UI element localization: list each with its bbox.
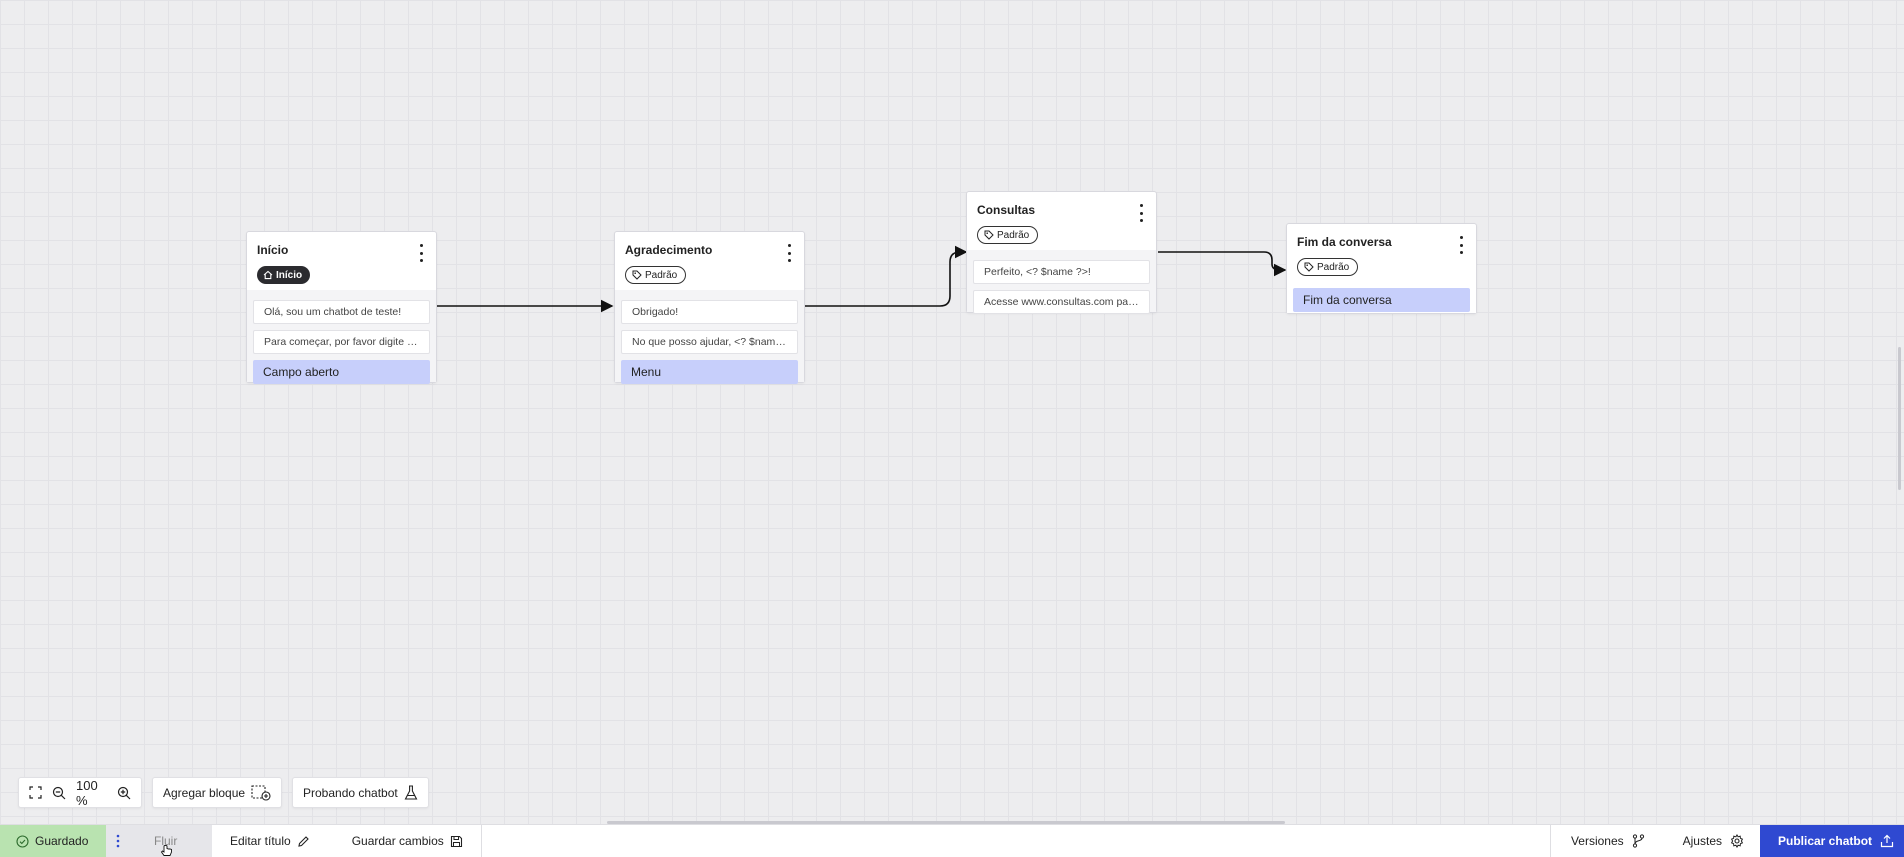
edge-agradecimento-consultas — [805, 245, 968, 307]
saved-label: Guardado — [35, 834, 89, 848]
block-title: Consultas — [977, 203, 1036, 217]
block-title: Fim da conversa — [1297, 235, 1392, 249]
block-menu-icon[interactable] — [1456, 236, 1466, 254]
tag-badge: Padrão — [625, 266, 687, 284]
save-changes-button[interactable]: Guardar cambios — [326, 825, 482, 857]
message-item[interactable]: Perfeito, <? $name ?>! — [973, 260, 1150, 284]
badge-label: Padrão — [1317, 261, 1350, 273]
branch-icon — [1632, 834, 1644, 848]
block-inicio[interactable]: Início Início Olá, sou um chatbot de tes… — [246, 231, 437, 384]
versions-label: Versiones — [1570, 834, 1624, 848]
settings-button[interactable]: Ajustes — [1665, 825, 1760, 857]
save-icon — [450, 835, 462, 847]
status-menu-icon[interactable] — [106, 825, 130, 857]
fit-screen-icon[interactable] — [29, 786, 42, 799]
tag-icon — [984, 230, 994, 240]
tag-icon — [1304, 262, 1314, 272]
flask-icon — [404, 784, 418, 801]
message-item[interactable]: No que posso ajudar, <? $name ?>? — [621, 330, 798, 354]
status-bar: Guardado Fluir Editar título Guardar cam… — [0, 824, 1904, 857]
zoom-controls: 100 % — [18, 777, 142, 808]
home-icon — [263, 270, 273, 280]
action-item[interactable]: Fim da conversa — [1293, 288, 1470, 312]
add-block-icon — [251, 784, 271, 801]
save-changes-label: Guardar cambios — [351, 834, 444, 848]
versions-button[interactable]: Versiones — [1549, 825, 1665, 857]
flow-label: Fluir — [154, 834, 178, 848]
block-consultas[interactable]: Consultas Padrão Perfeito, <? $name ?>! … — [966, 191, 1157, 314]
flow-canvas[interactable]: Início Início Olá, sou um chatbot de tes… — [0, 0, 1904, 824]
block-body: Obrigado! No que posso ajudar, <? $name … — [615, 290, 804, 384]
connections-layer — [437, 245, 1287, 313]
add-block-label: Agregar bloque — [163, 785, 246, 800]
block-body: Perfeito, <? $name ?>! Acesse www.consul… — [967, 250, 1156, 314]
horizontal-scrollbar[interactable] — [607, 821, 1285, 824]
block-fim-da-conversa[interactable]: Fim da conversa Padrão Fim da conversa — [1286, 223, 1477, 314]
action-item[interactable]: Campo aberto — [253, 360, 430, 384]
block-title: Agradecimento — [625, 243, 713, 257]
vertical-scrollbar[interactable] — [1898, 347, 1901, 490]
add-block-button[interactable]: Agregar bloque — [152, 777, 282, 808]
test-chatbot-label: Probando chatbot — [303, 785, 398, 800]
message-item[interactable]: Para começar, por favor digite o seu nom… — [253, 330, 430, 354]
block-menu-icon[interactable] — [1136, 204, 1146, 222]
block-title: Início — [257, 243, 289, 257]
block-menu-icon[interactable] — [416, 244, 426, 262]
block-menu-icon[interactable] — [784, 244, 794, 262]
edit-title-label: Editar título — [230, 834, 291, 848]
tag-badge: Padrão — [1297, 258, 1359, 276]
zoom-in-icon[interactable] — [117, 786, 131, 800]
block-body: Olá, sou um chatbot de teste! Para começ… — [247, 290, 436, 384]
settings-label: Ajustes — [1682, 834, 1722, 848]
upload-icon — [1880, 834, 1894, 848]
check-circle-icon — [16, 834, 29, 848]
tag-badge: Padrão — [977, 226, 1039, 244]
block-body: Fim da conversa — [1287, 282, 1476, 313]
gear-icon — [1730, 834, 1744, 848]
mouse-cursor-icon — [160, 844, 172, 856]
message-item[interactable]: Obrigado! — [621, 300, 798, 324]
publish-label: Publicar chatbot — [1778, 834, 1873, 848]
zoom-level: 100 % — [76, 777, 98, 808]
message-item[interactable]: Olá, sou um chatbot de teste! — [253, 300, 430, 324]
badge-label: Padrão — [645, 269, 678, 281]
zoom-out-icon[interactable] — [52, 786, 66, 800]
publish-chatbot-button[interactable]: Publicar chatbot — [1760, 825, 1904, 857]
edit-title-button[interactable]: Editar título — [212, 825, 326, 857]
block-agradecimento[interactable]: Agradecimento Padrão Obrigado! No que po… — [614, 231, 805, 384]
pencil-icon — [298, 835, 309, 847]
tag-icon — [632, 270, 642, 280]
saved-status: Guardado — [0, 825, 106, 857]
action-item[interactable]: Menu — [621, 360, 798, 384]
start-badge: Início — [257, 266, 311, 284]
test-chatbot-button[interactable]: Probando chatbot — [292, 777, 429, 808]
badge-label: Início — [276, 269, 303, 281]
edge-consultas-fim — [1158, 251, 1287, 277]
badge-label: Padrão — [997, 229, 1030, 241]
message-item[interactable]: Acesse www.consultas.com para marcar — [973, 290, 1150, 314]
